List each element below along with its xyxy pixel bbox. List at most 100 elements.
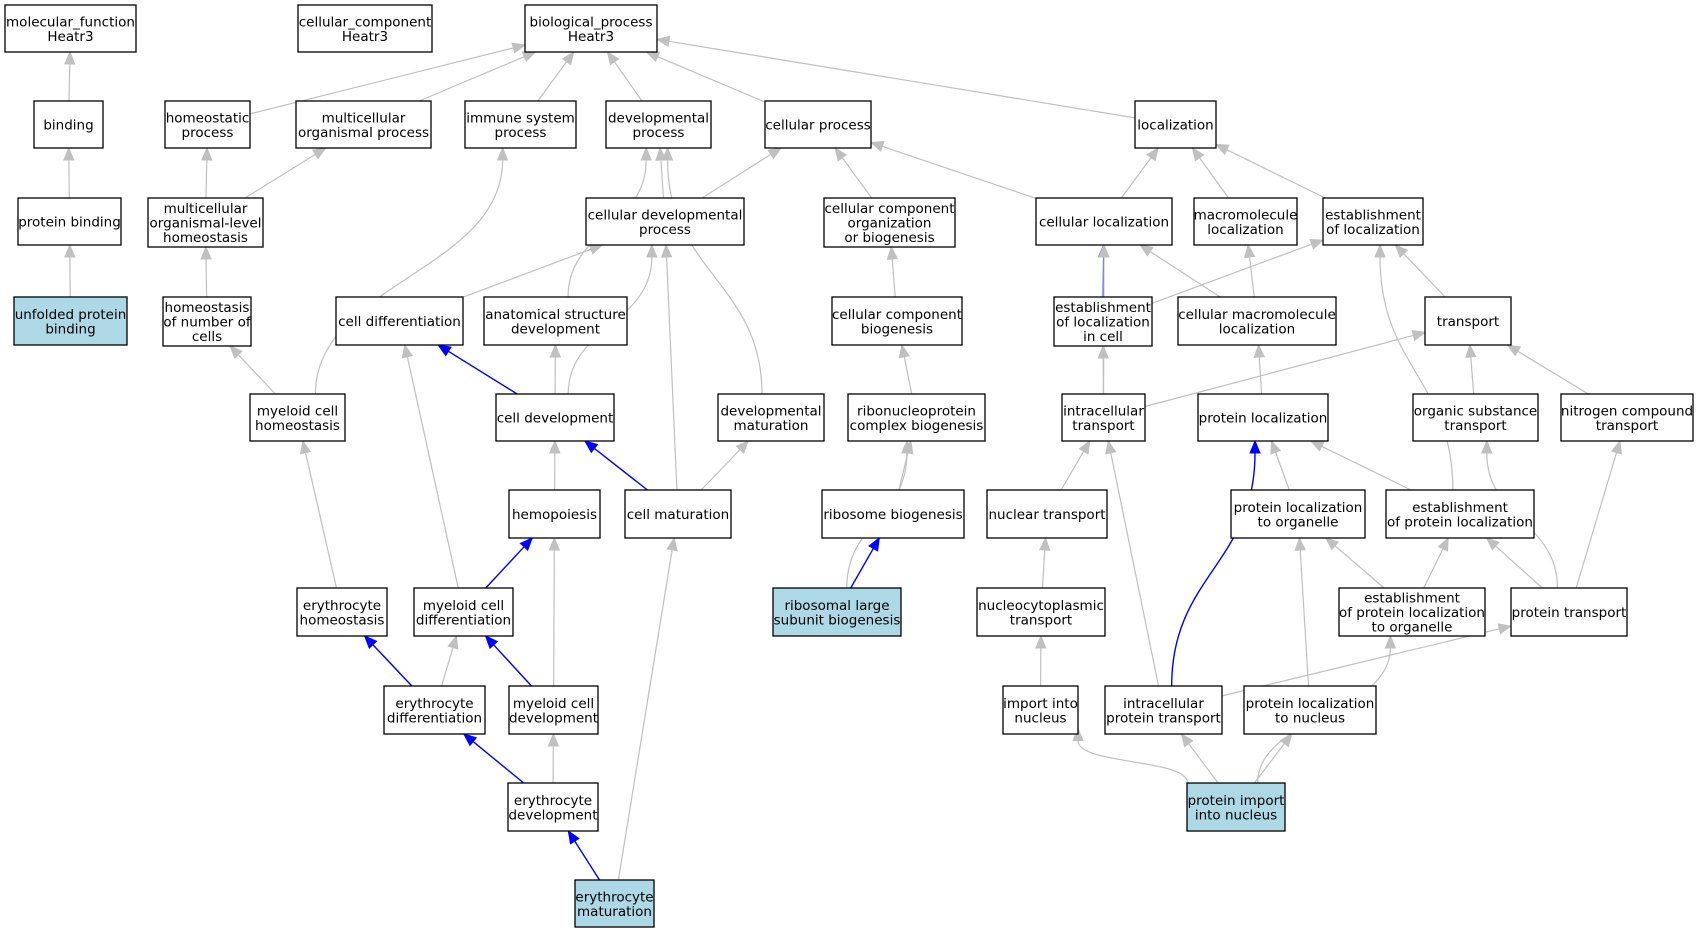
term-node-cellular-process[interactable]: cellular process [764, 100, 872, 149]
term-label-line: protein transport [1512, 605, 1627, 621]
edge-is-a [1309, 440, 1412, 491]
edge-line [1151, 243, 1312, 304]
term-label-line: ribosomal large [784, 598, 889, 614]
term-label-line: protein localization [1234, 500, 1363, 516]
term-box [1230, 489, 1366, 539]
term-label-line: in cell [1083, 329, 1123, 345]
edge-is-a [1374, 243, 1454, 491]
term-label-line: cellular component [824, 201, 954, 217]
term-label-line: binding [43, 118, 93, 134]
edge-is-a [1485, 537, 1543, 589]
arrowhead [735, 440, 750, 454]
term-box [164, 100, 251, 149]
edge-is-a [1253, 343, 1266, 395]
term-label-line: erythrocyte [575, 889, 653, 905]
term-label-line: multicellular [322, 110, 406, 126]
term-node-protein-transport[interactable]: protein transport [1510, 587, 1628, 637]
term-node-localization[interactable]: localization [1134, 100, 1217, 149]
term-box [986, 489, 1108, 539]
arrowhead [869, 141, 885, 152]
term-box [1385, 489, 1535, 539]
term-label-line: localization [1207, 222, 1283, 238]
term-node-transport[interactable]: transport [1424, 296, 1512, 346]
term-label-line: of protein localization [1339, 605, 1485, 621]
term-label-line: organismal process [298, 125, 429, 141]
edge-line [462, 248, 592, 298]
edge-is-a [1097, 344, 1109, 395]
edge-line [406, 356, 459, 589]
term-box [1002, 685, 1079, 735]
arrowhead [519, 537, 534, 552]
term-node-binding[interactable]: binding [33, 100, 104, 149]
edge-is-a [1180, 732, 1219, 784]
edge-is-a [1506, 344, 1589, 395]
term-node-cell-differentiation[interactable]: cell differentiation [335, 296, 464, 346]
edge-is-a [617, 536, 678, 881]
term-label-line: nitrogen compound [1561, 403, 1693, 419]
term-node-nuclear-transport[interactable]: nuclear transport [986, 489, 1108, 539]
edge-line [249, 47, 514, 115]
arrowhead [200, 245, 212, 260]
term-node-hemopoiesis[interactable]: hemopoiesis [508, 489, 601, 539]
arrowhead [660, 243, 673, 258]
term-node-cell-maturation[interactable]: cell maturation [624, 489, 732, 539]
term-box [1197, 393, 1329, 442]
term-node-ribosome-biogenesis[interactable]: ribosome biogenesis [821, 489, 965, 539]
term-label-line: complex biogenesis [850, 418, 984, 434]
edge-line [68, 63, 71, 102]
edge-is-a [1139, 244, 1221, 298]
term-node-protein-binding[interactable]: protein binding [17, 197, 122, 246]
edge-is-a [606, 50, 643, 102]
edge-is-a [549, 439, 561, 491]
term-box [1338, 587, 1486, 637]
term-node-cell-development[interactable]: cell development [495, 393, 615, 442]
edge-is-a [1465, 343, 1477, 395]
term-node-protein-localization[interactable]: protein localization [1197, 393, 1329, 442]
term-node-cellular-localization[interactable]: cellular localization [1035, 197, 1173, 246]
edge-is-a [1060, 439, 1091, 491]
term-box [823, 197, 956, 248]
term-box [624, 489, 732, 539]
term-label-line: homeostasis [165, 300, 250, 316]
edge-is-a [898, 343, 913, 395]
